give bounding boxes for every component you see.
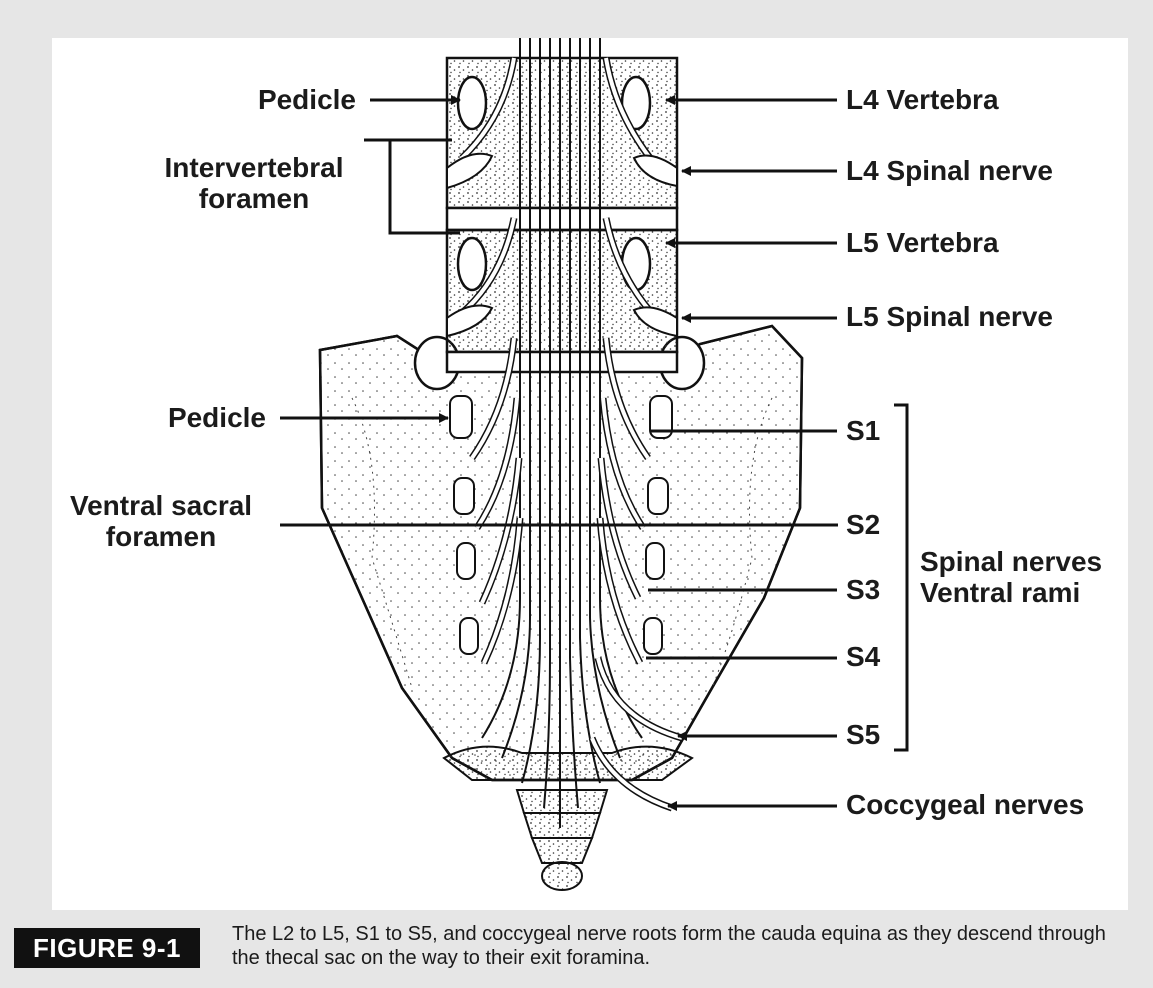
label-pedicle-upper: Pedicle [202, 84, 356, 115]
label-ventral-sacral-foramen: Ventral sacral foramen [54, 490, 268, 552]
label-pedicle-lower: Pedicle [112, 402, 266, 433]
label-s3: S3 [846, 574, 880, 605]
label-l5-vertebra: L5 Vertebra [846, 227, 999, 258]
label-l5-spinal-nerve: L5 Spinal nerve [846, 301, 1053, 332]
label-s1: S1 [846, 415, 880, 446]
label-s2: S2 [846, 509, 880, 540]
label-s4: S4 [846, 641, 880, 672]
label-coccygeal-nerves: Coccygeal nerves [846, 789, 1084, 820]
label-spinal-nerves-ventral-rami: Spinal nerves Ventral rami [920, 546, 1130, 608]
figure-caption: The L2 to L5, S1 to S5, and coccygeal ne… [232, 922, 1132, 970]
figure-number-tag: FIGURE 9-1 [14, 928, 200, 968]
figure-panel: Pedicle Intervertebral foramen Pedicle V… [52, 38, 1128, 910]
label-l4-spinal-nerve: L4 Spinal nerve [846, 155, 1053, 186]
coccyx [444, 747, 692, 890]
label-intervertebral-foramen: Intervertebral foramen [136, 152, 372, 214]
label-s5: S5 [846, 719, 880, 750]
label-l4-vertebra: L4 Vertebra [846, 84, 999, 115]
